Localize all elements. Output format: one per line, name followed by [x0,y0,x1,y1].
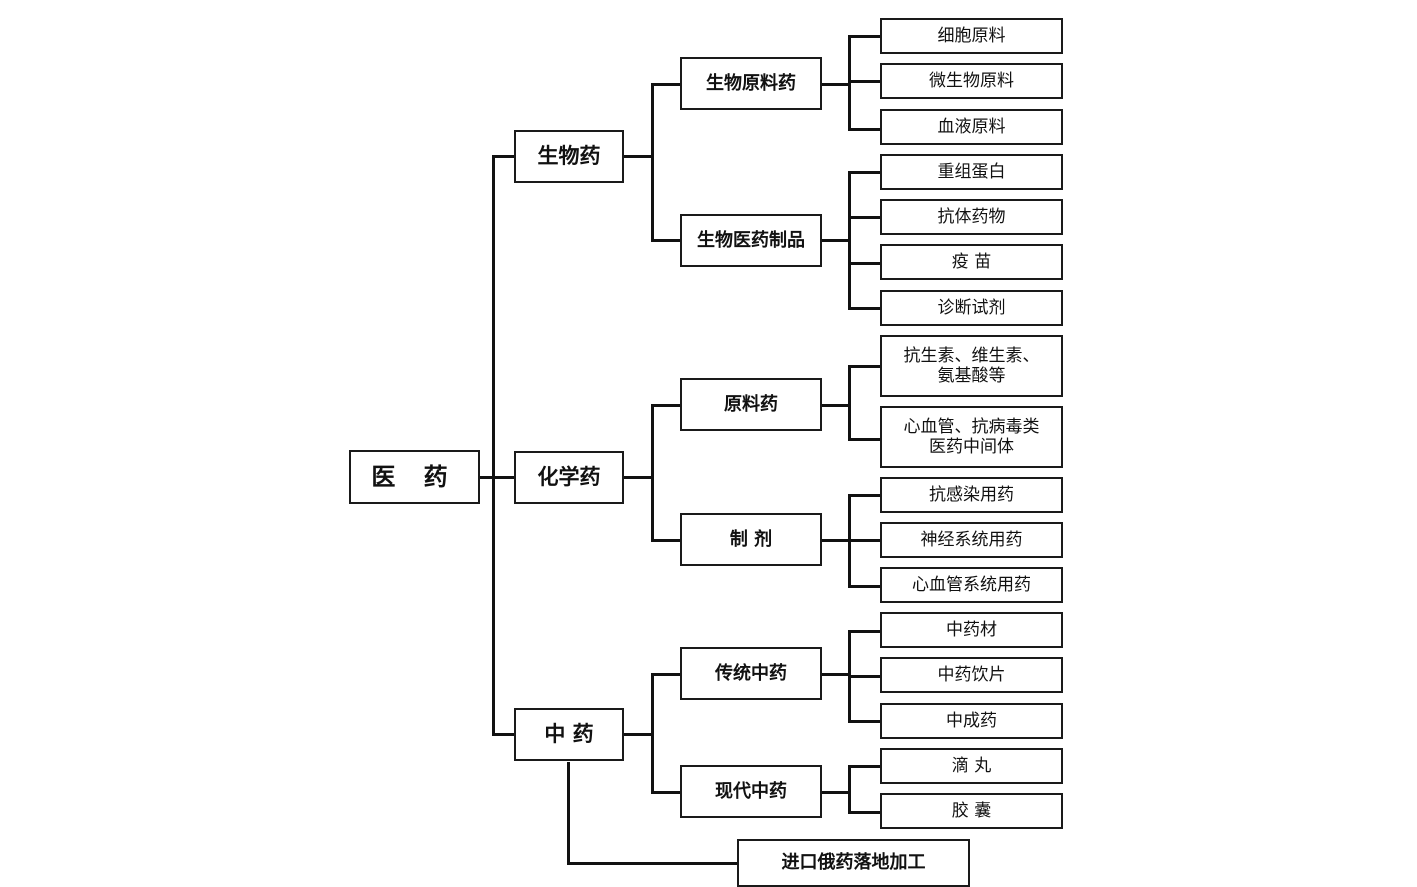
connector-line [848,675,882,678]
connector-line [820,404,851,407]
connector-line [848,811,882,814]
connector-line [848,630,882,633]
subcategory-node: 原料药 [680,378,822,431]
connector-line [820,791,851,794]
connector-line [492,476,516,479]
subcategory-node: 生物医药制品 [680,214,822,267]
connector-line [848,307,882,310]
connector-line [848,494,882,497]
connector-line [820,539,851,542]
root-node: 医 药 [349,450,480,504]
connector-line [820,673,851,676]
connector-line [848,35,851,131]
connector-line [651,239,682,242]
connector-line [848,765,882,768]
leaf-node: 疫 苗 [880,244,1063,280]
connector-line [567,862,739,865]
connector-line [848,720,882,723]
subcategory-node: 制 剂 [680,513,822,566]
leaf-node: 神经系统用药 [880,522,1063,558]
connector-line [651,791,682,794]
connector-line [848,365,882,368]
connector-line [651,83,682,86]
leaf-node: 细胞原料 [880,18,1063,54]
leaf-node: 重组蛋白 [880,154,1063,190]
connector-line [848,171,882,174]
subcategory-node: 生物原料药 [680,57,822,110]
leaf-node: 抗体药物 [880,199,1063,235]
leaf-node: 中药材 [880,612,1063,648]
connector-line [848,539,882,542]
category-node-chinese: 中 药 [514,708,624,761]
connector-line [848,216,882,219]
connector-line [848,765,851,814]
connector-line [848,438,882,441]
connector-line [478,476,495,479]
connector-line [492,155,516,158]
leaf-node: 抗感染用药 [880,477,1063,513]
leaf-node: 中药饮片 [880,657,1063,693]
connector-line [848,171,851,310]
subcategory-node: 现代中药 [680,765,822,818]
connector-line [651,673,682,676]
leaf-node: 血液原料 [880,109,1063,145]
connector-line [820,83,851,86]
connector-line [651,404,654,542]
connector-line [651,83,654,242]
connector-line [622,733,654,736]
leaf-node: 胶 囊 [880,793,1063,829]
leaf-node: 诊断试剂 [880,290,1063,326]
category-node-chemical: 化学药 [514,451,624,504]
connector-line [567,762,570,865]
leaf-node: 微生物原料 [880,63,1063,99]
connector-line [651,539,682,542]
connector-line [651,673,654,794]
leaf-node: 中成药 [880,703,1063,739]
connector-line [848,128,882,131]
connector-line [848,80,882,83]
leaf-node: 滴 丸 [880,748,1063,784]
connector-line [848,35,882,38]
connector-line [651,404,682,407]
connector-line [848,585,882,588]
subcategory-node: 传统中药 [680,647,822,700]
connector-line [622,476,654,479]
connector-line [622,155,654,158]
connector-line [820,239,851,242]
leaf-node: 抗生素、维生素、氨基酸等 [880,335,1063,397]
leaf-node: 心血管、抗病毒类医药中间体 [880,406,1063,468]
connector-line [492,155,495,736]
leaf-node: 心血管系统用药 [880,567,1063,603]
category-node-biological: 生物药 [514,130,624,183]
connector-line [848,262,882,265]
connector-line [492,733,516,736]
extra-node-import-processing: 进口俄药落地加工 [737,839,970,887]
connector-line [848,365,851,441]
